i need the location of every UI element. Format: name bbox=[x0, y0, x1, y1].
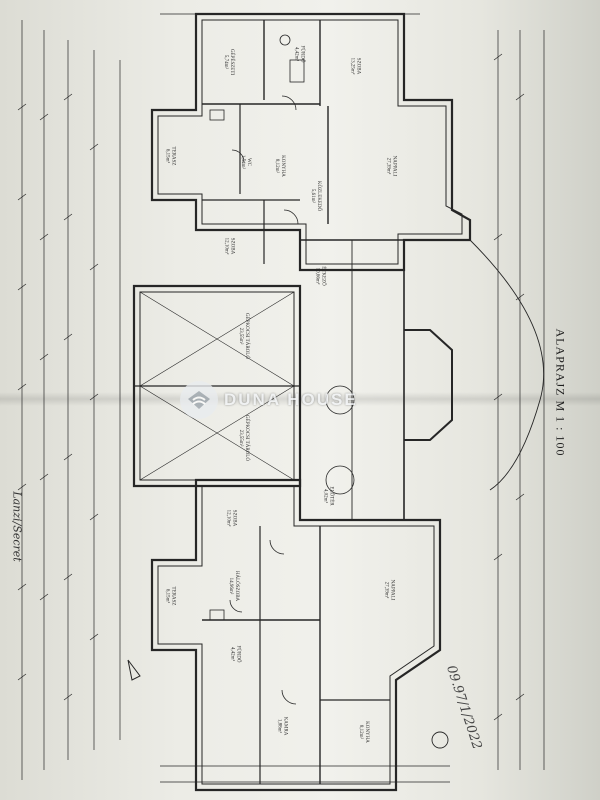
signature: Lanzi/Secret bbox=[10, 491, 24, 562]
watermark: DUNA HOUSE bbox=[180, 378, 420, 422]
plan-title: ALAPRAJZ M 1 : 100 bbox=[553, 328, 568, 457]
watermark-text: DUNA HOUSE bbox=[224, 390, 358, 409]
duna-house-logo-icon bbox=[180, 381, 218, 419]
